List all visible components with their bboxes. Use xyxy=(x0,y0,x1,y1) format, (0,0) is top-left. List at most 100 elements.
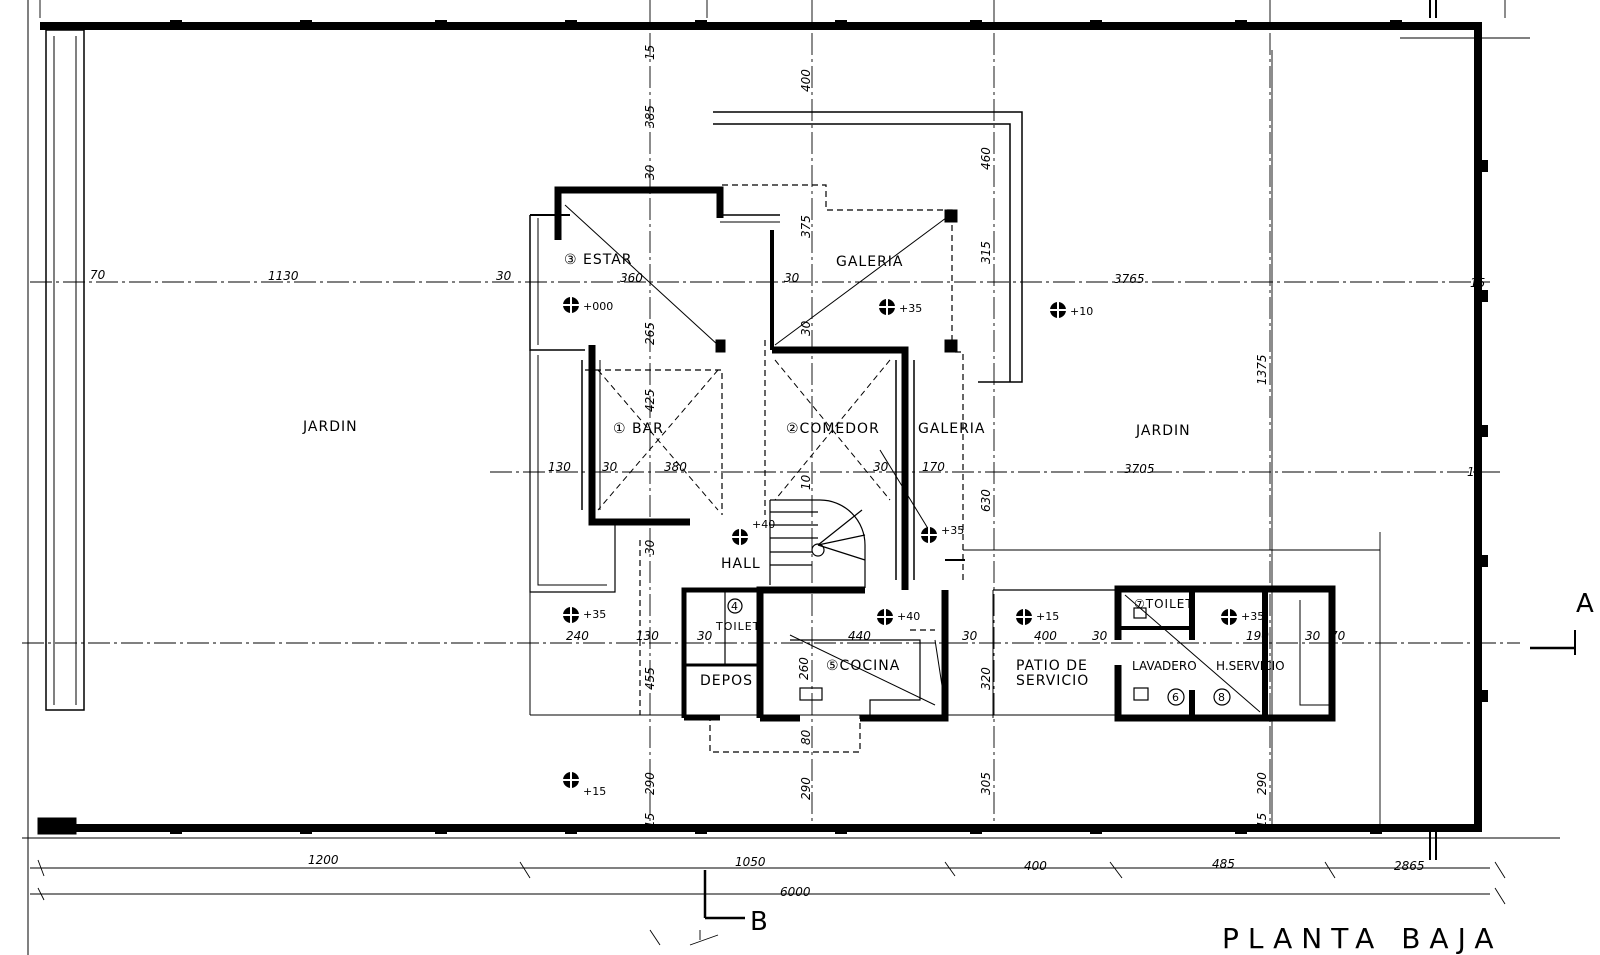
dim-425: 425 xyxy=(643,389,657,412)
room-label-servicio: H.SERVICIO xyxy=(1216,659,1285,673)
dim-170: 170 xyxy=(922,460,945,474)
dim-30: 30 xyxy=(602,460,618,474)
dim-30: 30 xyxy=(496,269,512,283)
dim-15: 15 xyxy=(1467,465,1482,479)
room-number-6: 6 xyxy=(1172,691,1179,704)
level-marker-icon xyxy=(1012,605,1036,629)
room-label-galeria-top: GALERIA xyxy=(836,254,904,270)
room-number-8: 8 xyxy=(1218,691,1225,704)
level-hall: +40 xyxy=(752,518,775,531)
dim-400: 400 xyxy=(1034,629,1057,643)
dim-290: 290 xyxy=(799,777,813,800)
dim-10: 10 xyxy=(799,474,813,490)
level-markers xyxy=(559,293,1241,792)
level-marker-icon xyxy=(559,293,583,317)
level-marker-icon xyxy=(873,605,897,629)
level-marker-icon xyxy=(559,603,583,627)
dim-290: 290 xyxy=(1255,772,1269,795)
spiral-stair xyxy=(769,499,866,588)
level-toilet-right: +35 xyxy=(1241,610,1264,623)
room-label-depos: DEPOS xyxy=(700,673,753,689)
dim-290: 290 xyxy=(643,772,657,795)
level-estar: +000 xyxy=(583,300,613,313)
room-label-patio-2: SERVICIO xyxy=(1016,673,1089,689)
dim-1050: 1050 xyxy=(735,855,766,869)
south-west-post xyxy=(37,817,77,835)
dim-360: 360 xyxy=(620,271,643,285)
dimension-lines xyxy=(30,0,1576,946)
drawing-title: PLANTA BAJA xyxy=(1222,922,1503,955)
dim-2865: 2865 xyxy=(1394,859,1425,873)
dim-485: 485 xyxy=(1212,857,1235,871)
dim-30: 30 xyxy=(962,629,978,643)
level-bottom: +15 xyxy=(583,785,606,798)
level-left-low: +35 xyxy=(583,608,606,621)
room-number-4: 4 xyxy=(731,600,738,613)
level-patio: +15 xyxy=(1036,610,1059,623)
dim-320: 320 xyxy=(979,667,993,690)
boundary-wall-ticks xyxy=(170,20,1488,834)
estar-walls xyxy=(554,186,724,240)
room-label-cocina: ⑤COCINA xyxy=(826,658,900,674)
dim-240: 240 xyxy=(566,629,589,643)
dim-3705: 3705 xyxy=(1124,462,1155,476)
diagonal-lines xyxy=(564,204,1261,713)
dim-130: 130 xyxy=(548,460,571,474)
dim-15: 15 xyxy=(643,813,657,828)
room-label-lavadero: LAVADERO xyxy=(1132,659,1197,673)
dim-3765: 3765 xyxy=(1114,272,1145,286)
level-cocina: +40 xyxy=(897,610,920,623)
dim-30: 30 xyxy=(873,460,889,474)
dim-30: 30 xyxy=(1092,629,1108,643)
section-mark-a: A xyxy=(1576,589,1594,619)
level-marker-icon xyxy=(875,295,899,319)
dim-440: 440 xyxy=(848,629,871,643)
level-marker-icon xyxy=(728,525,752,549)
room-label-galeria-mid: GALERIA xyxy=(918,421,986,437)
comedor-walls xyxy=(772,346,909,590)
dim-15: 15 xyxy=(1255,813,1269,828)
dim-455: 455 xyxy=(643,667,657,690)
dim-630: 630 xyxy=(979,489,993,512)
dim-375: 375 xyxy=(799,215,813,238)
level-galeria-2: +35 xyxy=(941,524,964,537)
dim-30: 30 xyxy=(697,629,713,643)
room-label-jardin-left: JARDIN xyxy=(302,419,358,435)
dim-70-left: 70 xyxy=(90,268,106,282)
dim-80: 80 xyxy=(799,729,813,745)
pergola-beam xyxy=(713,111,1023,383)
dim-400-bottom: 400 xyxy=(1024,859,1047,873)
room-label-toilet-right: ⑦TOILET xyxy=(1134,597,1194,611)
dim-30: 30 xyxy=(799,320,813,336)
level-marker-icon xyxy=(559,768,583,792)
level-galeria: +35 xyxy=(899,302,922,315)
dim-400-vertical: 400 xyxy=(799,69,813,92)
level-jardin-right: +10 xyxy=(1070,305,1093,318)
dim-385: 385 xyxy=(643,105,657,128)
dim-1375: 1375 xyxy=(1255,354,1269,385)
room-label-comedor: ②COMEDOR xyxy=(786,421,880,437)
service-block-walls xyxy=(1114,585,1336,722)
room-label-patio-1: PATIO DE xyxy=(1016,658,1088,674)
level-marker-icon xyxy=(917,523,941,547)
bar-walls xyxy=(588,345,690,526)
dim-130: 130 xyxy=(636,629,659,643)
dim-70-right: 70 xyxy=(1330,629,1346,643)
room-label-jardin-right: JARDIN xyxy=(1135,423,1191,439)
room-label-toilet-left: TOILET xyxy=(715,620,760,633)
west-pergola xyxy=(45,29,85,711)
grid-axes xyxy=(22,0,1520,830)
dim-380: 380 xyxy=(664,460,687,474)
dim-1130: 1130 xyxy=(268,269,299,283)
dim-460: 460 xyxy=(979,147,993,170)
room-label-estar: ③ ESTAR xyxy=(564,252,633,268)
dim-15: 15 xyxy=(1470,276,1485,290)
dim-30: 30 xyxy=(643,164,657,180)
room-label-bar: ① BAR xyxy=(613,421,664,437)
dim-1200: 1200 xyxy=(308,853,339,867)
dim-305: 305 xyxy=(979,772,993,795)
dim-6000: 6000 xyxy=(780,885,811,899)
level-marker-icon xyxy=(1046,298,1070,322)
dim-190: 190 xyxy=(1246,629,1269,643)
